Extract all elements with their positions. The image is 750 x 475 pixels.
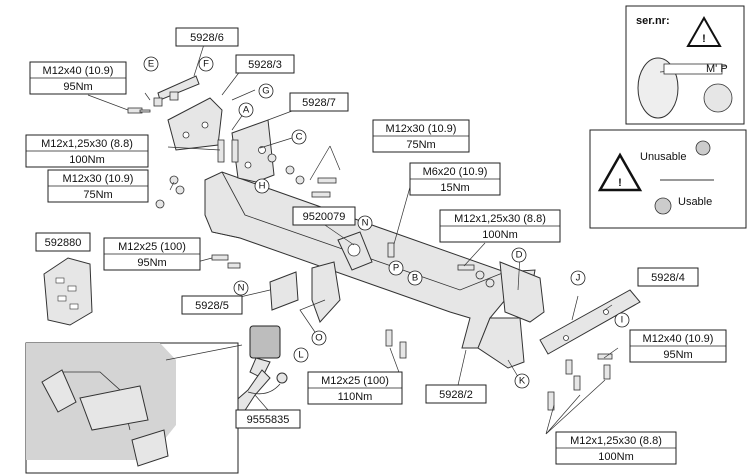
svg-text:J: J [576,273,581,284]
part-5928-6: 5928/6 [190,32,224,44]
spec-bolt-8: M12x40 (10.9) [643,333,714,345]
svg-text:!: ! [702,33,706,45]
spec-bolt-7: M12x25 (100) [118,241,186,253]
spec-bolt-4: M12x30 (10.9) [386,123,457,135]
part-5928-7: 5928/7 [302,97,336,109]
callout-n-2: N [233,280,249,296]
inset-detail [25,342,243,474]
spec-torque-8: 95Nm [663,349,692,361]
callout-e: E [143,56,159,72]
spec-torque-3: 75Nm [83,189,112,201]
svg-text:E: E [148,59,154,70]
torque-spec-labels: M12x40 (10.9) 95Nm M12x1,25x30 (8.8) 100… [25,61,727,465]
usable-label: Usable [678,196,712,208]
svg-text:B: B [412,273,418,284]
svg-text:C: C [296,132,303,143]
spec-torque-9: 110Nm [338,391,373,403]
usable-warning: ! Unusable Usable [589,129,747,229]
svg-text:P: P [393,263,399,274]
spec-torque-4: 75Nm [406,139,435,151]
spec-torque-7: 95Nm [137,257,166,269]
spec-bolt-5: M6x20 (10.9) [423,166,488,178]
callout-c: C [291,129,307,145]
part-number-labels: 5928/6 5928/3 5928/7 9520079 592880 5928… [35,27,699,429]
part-9520079: 9520079 [303,211,346,223]
svg-text:!: ! [618,177,622,189]
part-592880: 592880 [45,237,82,249]
svg-text:L: L [298,350,303,361]
callout-j: J [570,270,586,286]
spec-torque-1: 95Nm [63,81,92,93]
callout-i: I [614,312,630,328]
callout-f: F [198,56,214,72]
svg-text:A: A [243,105,250,116]
spec-bolt-1: M12x40 (10.9) [43,65,114,77]
unusable-label: Unusable [640,151,686,163]
spec-torque-10: 100Nm [598,451,633,463]
serial-number-warning: ser.nr: ! M' P [625,5,745,125]
lower-small-bracket [269,261,341,323]
svg-text:D: D [516,250,523,261]
callout-p: P [388,260,404,276]
spec-bolt-9: M12x25 (100) [321,375,389,387]
part-5928-3: 5928/3 [248,59,282,71]
bolts [127,91,613,411]
callout-b: B [407,270,423,286]
plate-text: M' P [706,63,728,75]
spec-bolt-3: M12x30 (10.9) [63,173,134,185]
ser-nr-label: ser.nr: [636,15,670,27]
right-bracket-assembly [539,289,641,355]
callout-d: D [511,247,527,263]
spec-bolt-2: M12x1,25x30 (8.8) [41,138,133,150]
callout-k: K [514,373,530,389]
part-5928-4: 5928/4 [651,272,685,284]
callout-l: L [293,347,309,363]
electrical-bracket [337,231,373,271]
callout-a: A [238,102,254,118]
svg-text:N: N [362,218,369,229]
spec-bolt-10: M12x1,25x30 (8.8) [570,435,662,447]
top-strap [157,75,200,101]
letter-callouts: A B C D E F G H I J K L N N O P [143,56,630,389]
spec-torque-5: 15Nm [440,182,469,194]
top-left-plate [167,97,223,151]
svg-text:I: I [621,315,624,326]
svg-text:H: H [259,181,266,192]
svg-text:G: G [262,86,269,97]
svg-text:F: F [203,59,209,70]
callout-o: O [311,330,327,346]
part-5928-2: 5928/2 [439,389,473,401]
svg-text:K: K [519,376,526,387]
callout-g: G [258,83,274,99]
svg-text:N: N [238,283,245,294]
spec-bolt-6: M12x1,25x30 (8.8) [454,213,546,225]
connector-part [43,257,93,326]
part-9555835: 9555835 [247,414,290,426]
callout-h: H [254,178,270,194]
svg-text:O: O [315,333,322,344]
spec-torque-2: 100Nm [69,154,104,166]
callout-n-1: N [357,215,373,231]
spec-torque-6: 100Nm [482,229,517,241]
part-5928-5: 5928/5 [195,300,229,312]
